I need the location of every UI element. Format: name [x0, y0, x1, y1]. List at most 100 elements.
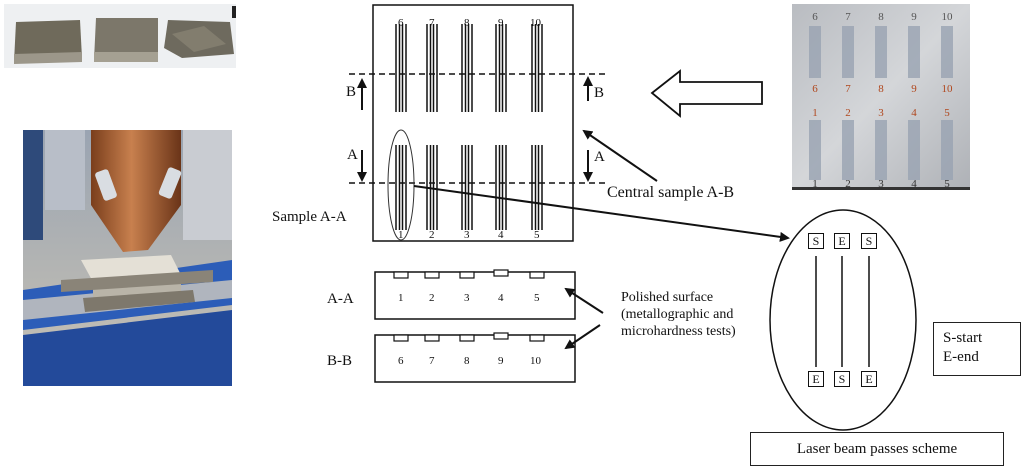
plate-number-bottom: 1	[812, 178, 818, 190]
polished-line-1: Polished surface	[621, 290, 714, 305]
polished-spot	[393, 271, 409, 279]
section-bb-number: 7	[429, 355, 435, 367]
sample-to-scheme-arrow	[413, 185, 790, 242]
polished-spot	[529, 271, 545, 279]
section-a-label-right: A	[594, 149, 605, 165]
section-bb-number: 9	[498, 355, 504, 367]
central-sample-arrow	[582, 129, 658, 182]
laser-head-drawing	[23, 130, 232, 386]
pass-marker-top: S	[861, 233, 877, 249]
plate-track	[941, 120, 953, 180]
polished-line-2: (metallographic and	[621, 307, 734, 322]
track-group	[461, 24, 473, 112]
track-number-bottom: 1	[398, 229, 404, 241]
samples-photo-drawing	[4, 4, 236, 68]
plate-number-bottom: 2	[845, 178, 851, 190]
track-number-bottom: 2	[429, 229, 435, 241]
plate-number-top: 7	[845, 11, 851, 23]
scheme-ellipse	[769, 209, 917, 431]
plate-track	[875, 120, 887, 180]
polished-spot	[424, 271, 440, 279]
plate-number-mid-lower: 1	[812, 107, 818, 119]
section-bb-number: 6	[398, 355, 404, 367]
scheme-caption: Laser beam passes scheme	[750, 432, 1004, 466]
track-group	[531, 145, 543, 230]
polished-spot	[493, 269, 509, 277]
plate-number-mid-lower: 5	[944, 107, 950, 119]
track-group	[461, 145, 473, 230]
section-a-label-left: A	[347, 147, 358, 163]
section-bb-label: B-B	[327, 353, 353, 369]
section-b-label-left: B	[346, 84, 357, 100]
section-aa-number: 4	[498, 292, 504, 304]
plate-number-mid-lower: 3	[878, 107, 884, 119]
pass-marker-bottom: S	[834, 371, 850, 387]
section-bb-number: 10	[530, 355, 541, 367]
plate-number-top: 9	[911, 11, 917, 23]
polished-line-3: microhardness tests)	[621, 324, 736, 339]
section-b-label-right: B	[594, 85, 605, 101]
plate-number-mid-upper: 6	[812, 83, 818, 95]
plate-number-mid-lower: 2	[845, 107, 851, 119]
track-group	[531, 24, 543, 112]
plate-number-bottom: 3	[878, 178, 884, 190]
central-sample-label: Central sample A-B	[607, 184, 735, 201]
section-aa-number: 2	[429, 292, 435, 304]
polished-spot	[493, 332, 509, 340]
section-aa-number: 3	[464, 292, 470, 304]
laser-head-photo	[23, 130, 232, 386]
plate-track	[809, 120, 821, 180]
track-number-top: 6	[398, 17, 404, 29]
polished-spot	[393, 334, 409, 342]
polished-arrow-aa	[564, 287, 604, 314]
plate-number-top: 10	[942, 11, 954, 23]
sample-block-1	[14, 20, 82, 62]
plate-track	[842, 26, 854, 78]
pass-marker-bottom: E	[808, 371, 824, 387]
track-number-top: 9	[498, 17, 504, 29]
sample-ellipse	[387, 129, 415, 241]
polished-spot	[459, 271, 475, 279]
plate-number-top: 8	[878, 11, 884, 23]
track-number-top: 8	[464, 17, 470, 29]
plate-number-mid-upper: 8	[878, 83, 884, 95]
pass-marker-bottom: E	[861, 371, 877, 387]
section-bb-rect	[374, 334, 576, 383]
track-number-bottom: 5	[534, 229, 540, 241]
samples-photo	[4, 4, 236, 68]
track-group	[395, 145, 407, 230]
polished-spot	[424, 334, 440, 342]
track-group	[395, 24, 407, 112]
plate-track	[842, 120, 854, 180]
plate-number-mid-upper: 10	[942, 83, 954, 95]
legend-end: E-end	[943, 349, 979, 365]
plate-number-top: 6	[812, 11, 818, 23]
section-bb-number: 8	[464, 355, 470, 367]
track-number-top: 7	[429, 17, 435, 29]
pass-marker-top: E	[834, 233, 850, 249]
legend-start: S-start	[943, 330, 983, 346]
section-aa-number: 5	[534, 292, 540, 304]
plate-track	[941, 26, 953, 78]
hollow-arrow-left	[650, 69, 763, 118]
polished-spot	[459, 334, 475, 342]
track-group	[426, 24, 438, 112]
track-group	[495, 145, 507, 230]
pass-marker-top: S	[808, 233, 824, 249]
polished-spot	[529, 334, 545, 342]
polished-surface-note: Polished surface (metallographic and mic…	[621, 289, 736, 340]
section-aa-label: A-A	[327, 291, 354, 307]
track-number-bottom: 3	[464, 229, 470, 241]
track-number-top: 10	[530, 17, 541, 29]
section-aa-rect	[374, 271, 576, 320]
nozzle-cone	[91, 205, 181, 252]
plate-number-mid-upper: 9	[911, 83, 917, 95]
plate-number-bottom: 5	[944, 178, 950, 190]
plate-track	[875, 26, 887, 78]
track-number-bottom: 4	[498, 229, 504, 241]
plate-number-bottom: 4	[911, 178, 917, 190]
legend-box: S-start E-end	[933, 322, 1021, 376]
